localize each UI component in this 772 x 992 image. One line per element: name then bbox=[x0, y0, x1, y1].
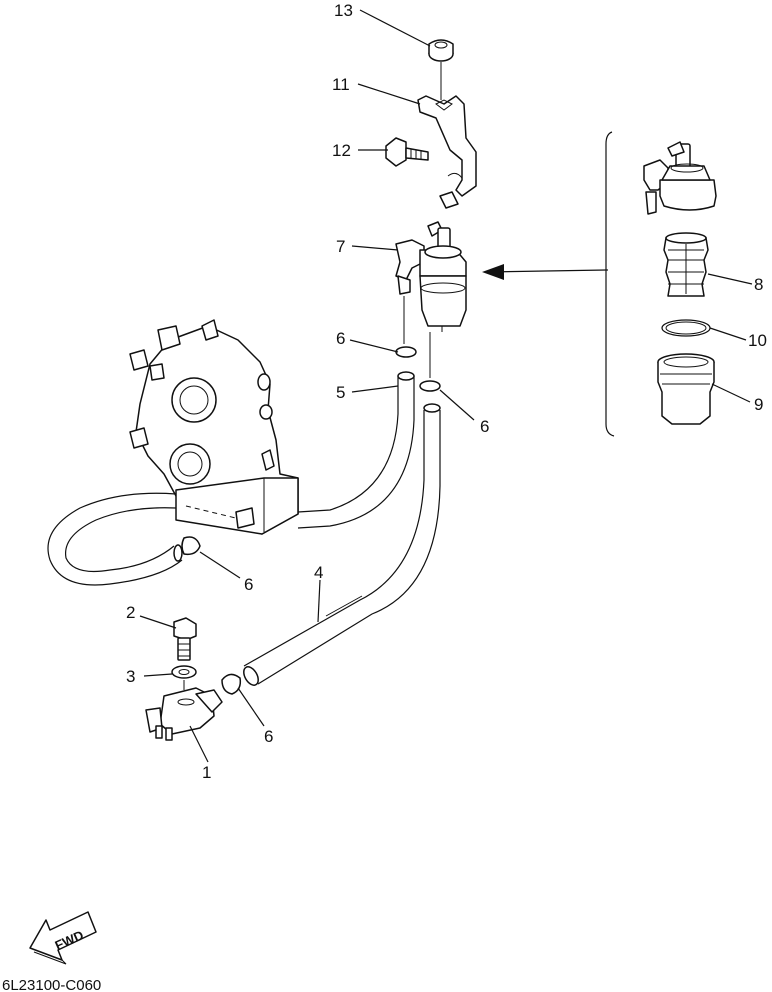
callout-6-c: 6 bbox=[244, 575, 253, 594]
part-6-clip-b bbox=[419, 380, 441, 392]
part-13-nut bbox=[428, 39, 454, 100]
callout-1: 1 bbox=[202, 763, 211, 782]
callout-6-b: 6 bbox=[480, 417, 489, 436]
callout-5: 5 bbox=[336, 383, 345, 402]
leader-lines bbox=[139, 9, 753, 763]
part-4-hose bbox=[243, 403, 441, 686]
part-12-bolt bbox=[385, 137, 429, 167]
callout-4: 4 bbox=[314, 563, 323, 582]
part-8-filter-element bbox=[663, 232, 709, 297]
callout-8: 8 bbox=[754, 275, 763, 294]
callout-6-d: 6 bbox=[264, 727, 273, 746]
part-10-o-ring bbox=[661, 319, 711, 337]
callout-11: 11 bbox=[332, 75, 350, 94]
part-6-clip-a bbox=[395, 346, 417, 358]
callout-10: 10 bbox=[748, 331, 767, 350]
part-7-fuel-filter bbox=[395, 221, 467, 378]
carburetor-body bbox=[129, 319, 299, 535]
callout-3: 3 bbox=[126, 667, 135, 686]
part-2-bolt bbox=[173, 617, 197, 661]
callout-12: 12 bbox=[332, 141, 351, 160]
part-11-bracket bbox=[417, 95, 477, 209]
callout-9: 9 bbox=[754, 395, 763, 414]
part-9-filter-bowl bbox=[657, 353, 715, 425]
callout-6-a: 6 bbox=[336, 329, 345, 348]
detail-filter-head bbox=[643, 141, 717, 215]
loop-hose bbox=[47, 492, 183, 586]
callout-2: 2 bbox=[126, 603, 135, 622]
part-6-clip-c bbox=[181, 536, 201, 556]
detail-bracket bbox=[482, 131, 615, 437]
fwd-arrow-icon: FWD bbox=[29, 911, 97, 965]
part-3-washer bbox=[171, 665, 197, 690]
part-1-pump bbox=[145, 687, 223, 741]
callout-13: 13 bbox=[334, 1, 353, 20]
part-5-hose bbox=[297, 371, 415, 529]
drawing-code: 6L23100-C060 bbox=[2, 977, 101, 992]
part-6-clip-d bbox=[221, 673, 242, 695]
callout-7: 7 bbox=[336, 237, 345, 256]
